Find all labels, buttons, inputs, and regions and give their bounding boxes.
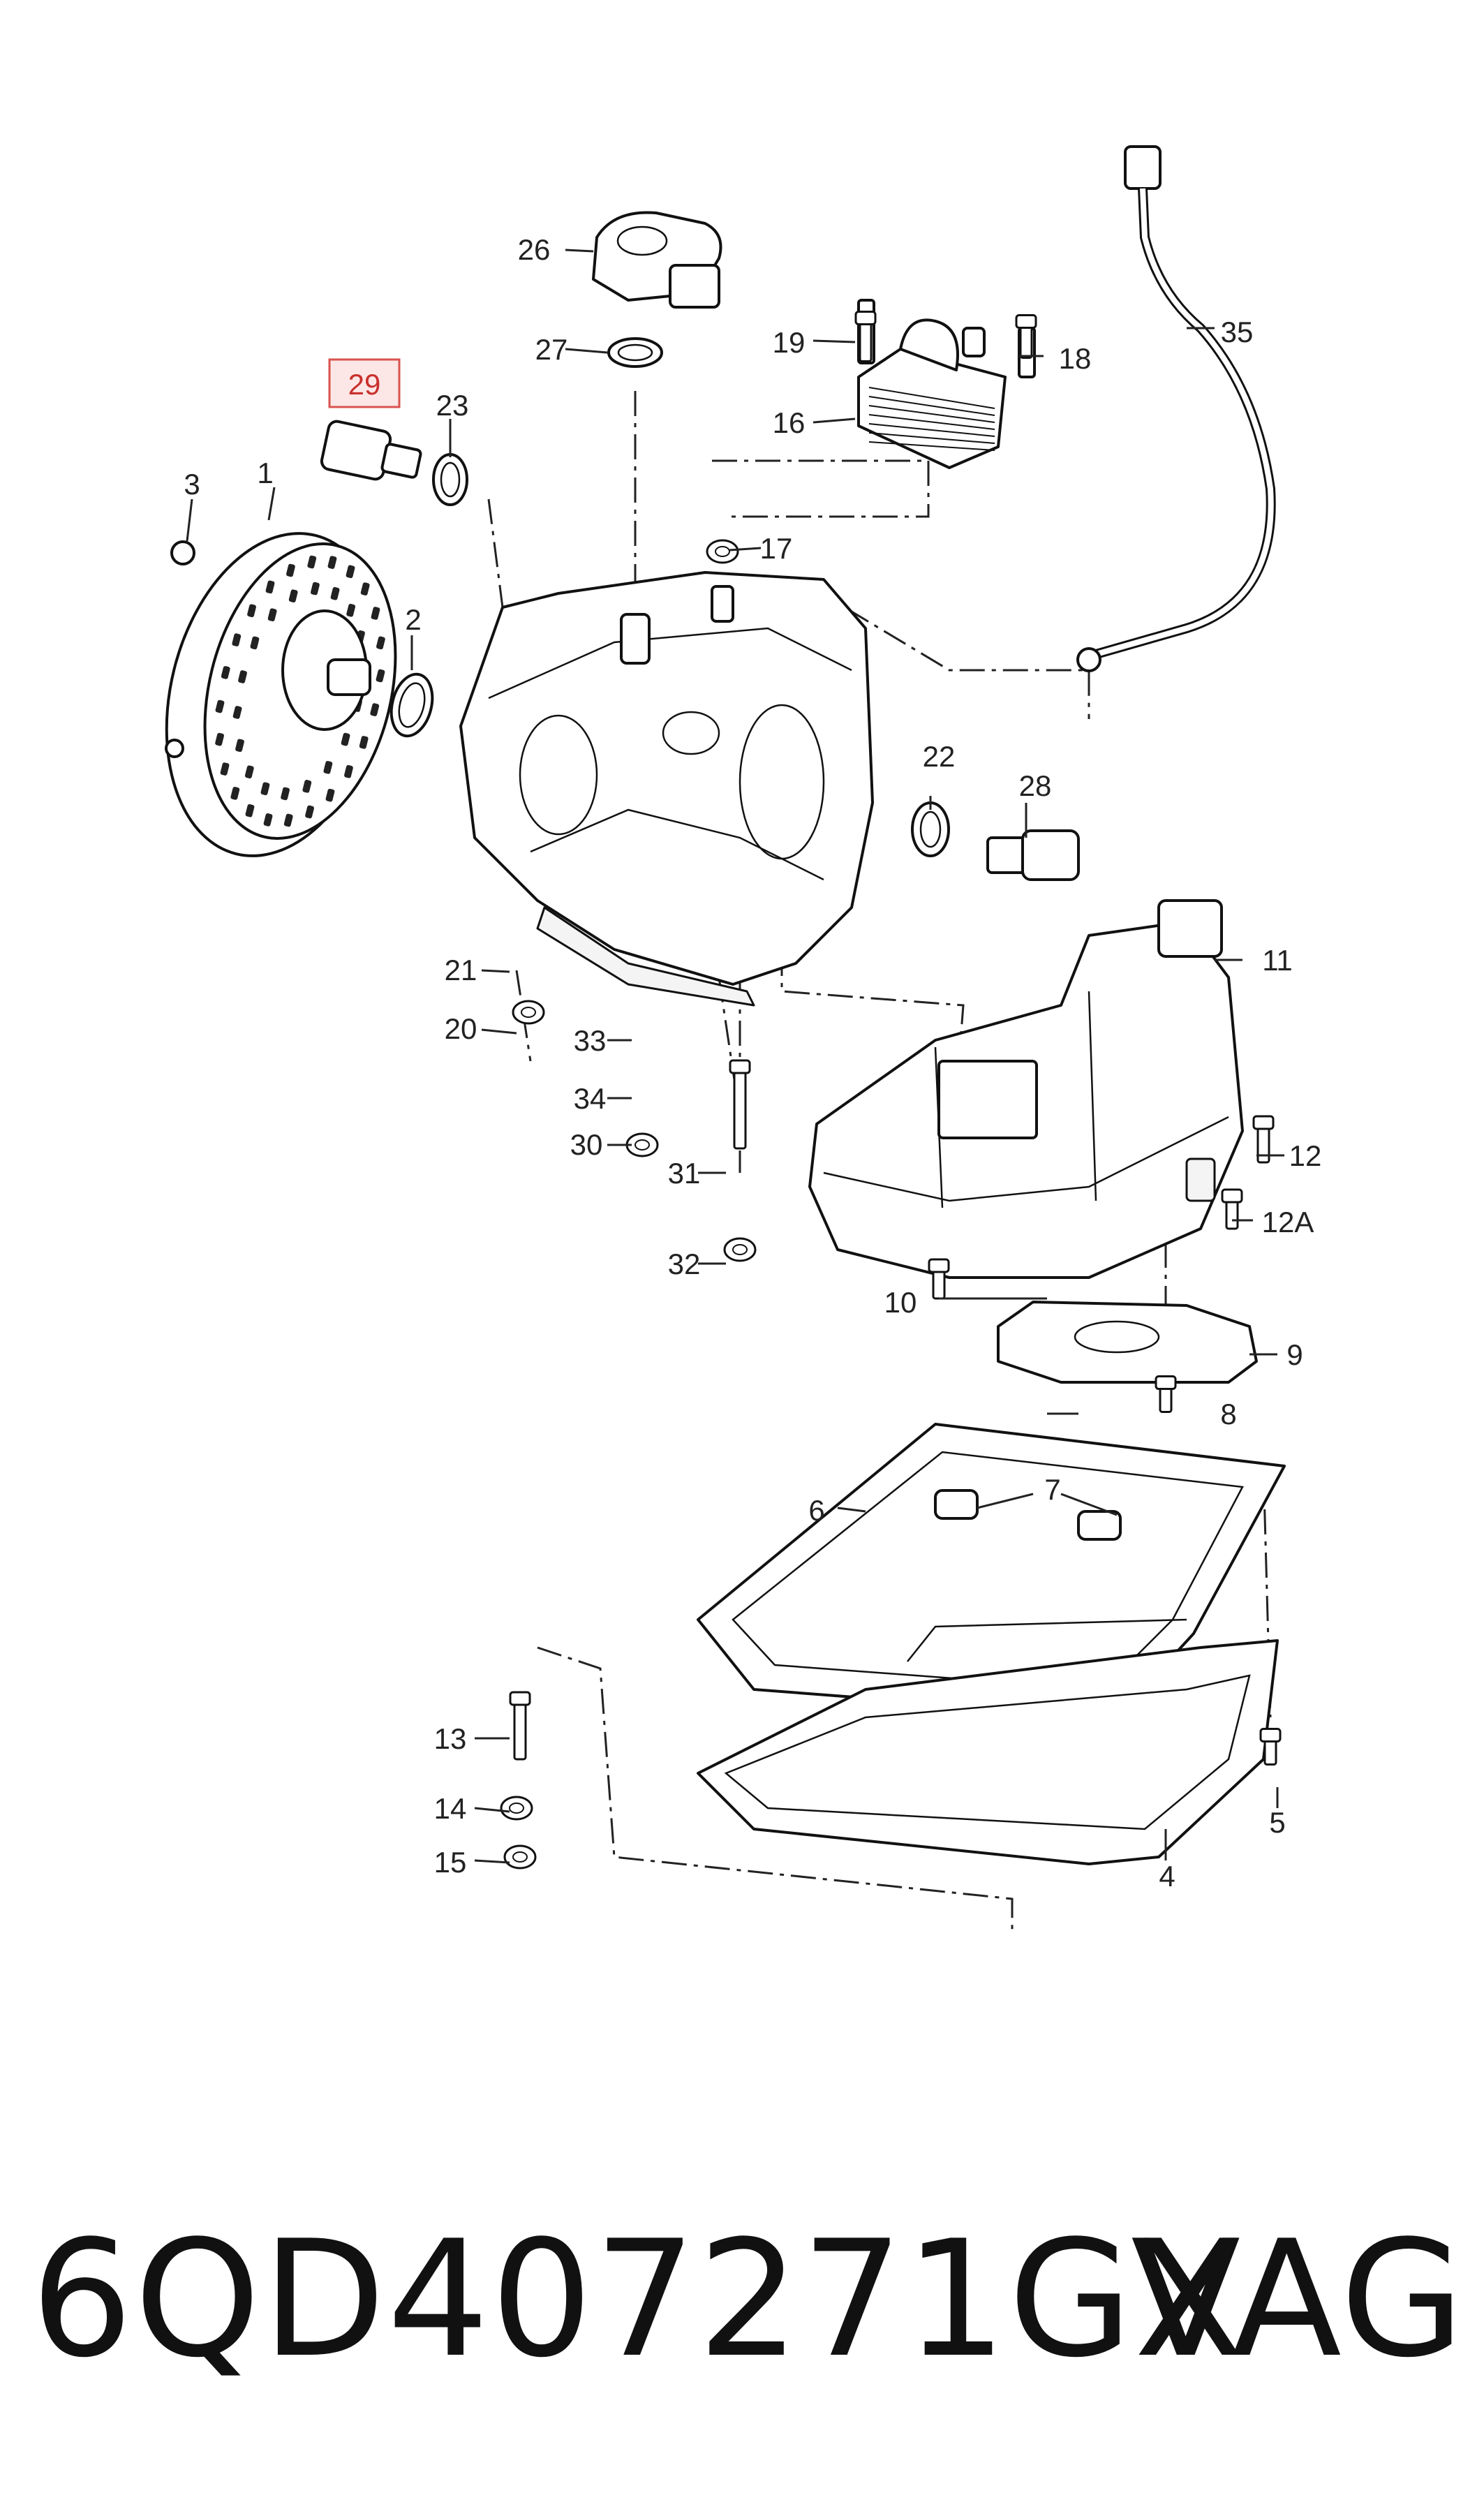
callout-11: 11 bbox=[1262, 944, 1293, 977]
callout-26: 26 bbox=[518, 233, 551, 266]
callout-9: 9 bbox=[1286, 1338, 1303, 1371]
fasteners bbox=[500, 311, 1282, 1870]
brand-name: VAG bbox=[1131, 2207, 1467, 2393]
part-number: 6QD407271GX bbox=[31, 2207, 1246, 2393]
speed-sensor-28 bbox=[986, 829, 1080, 881]
callout-12: 12 bbox=[1289, 1139, 1322, 1172]
atf-cooler bbox=[857, 299, 1036, 469]
callout-1: 1 bbox=[257, 457, 273, 489]
callout-32: 32 bbox=[668, 1248, 701, 1280]
torque-converter bbox=[165, 532, 397, 857]
callout-19: 19 bbox=[773, 326, 806, 359]
callout-4: 4 bbox=[1159, 1860, 1175, 1893]
callout-5: 5 bbox=[1269, 1806, 1285, 1839]
callout-33: 33 bbox=[574, 1024, 607, 1057]
callout-10: 10 bbox=[884, 1286, 917, 1319]
callout-35: 35 bbox=[1221, 316, 1254, 348]
callout-27: 27 bbox=[535, 333, 568, 366]
seal-rings bbox=[389, 337, 950, 857]
atf-filter-9 bbox=[997, 1301, 1258, 1384]
callout-labels: 1 2 3 4 5 6 7 8 9 10 11 12 12A 13 14 15 … bbox=[184, 233, 1321, 1893]
title-row: 6QD407271GX VAG bbox=[0, 2192, 1484, 2422]
callout-6: 6 bbox=[808, 1494, 824, 1527]
callout-3: 3 bbox=[184, 468, 200, 501]
callout-17: 17 bbox=[760, 532, 793, 565]
valve-body-11 bbox=[808, 899, 1244, 1279]
callout-2: 2 bbox=[405, 603, 421, 636]
callout-15: 15 bbox=[434, 1846, 467, 1879]
callout-34: 34 bbox=[574, 1082, 607, 1115]
callout-21: 21 bbox=[445, 954, 477, 986]
callout-31: 31 bbox=[668, 1157, 701, 1190]
callout-29: 29 bbox=[348, 368, 381, 401]
callout-20: 20 bbox=[445, 1012, 477, 1045]
gearbox-housing bbox=[459, 571, 874, 1007]
callout-16: 16 bbox=[773, 406, 806, 439]
highlight-box-29 bbox=[328, 358, 401, 408]
callout-28: 28 bbox=[1019, 769, 1052, 802]
speed-sensor-29 bbox=[320, 420, 422, 481]
breather-line-35 bbox=[1076, 145, 1276, 672]
callout-leaders bbox=[186, 249, 1284, 1864]
callout-30: 30 bbox=[570, 1128, 603, 1161]
range-sensor-26 bbox=[592, 211, 722, 309]
oil-pan-4 bbox=[697, 1618, 1279, 1865]
callout-12A: 12A bbox=[1262, 1206, 1314, 1238]
callout-8: 8 bbox=[1220, 1398, 1236, 1430]
callout-23: 23 bbox=[436, 389, 469, 422]
callout-13: 13 bbox=[434, 1722, 467, 1755]
callout-14: 14 bbox=[434, 1792, 467, 1825]
callout-22: 22 bbox=[923, 740, 956, 773]
callout-18: 18 bbox=[1059, 342, 1092, 375]
callout-7: 7 bbox=[1044, 1473, 1060, 1506]
exploded-parts-diagram: 1 2 3 4 5 6 7 8 9 10 11 12 12A 13 14 15 … bbox=[165, 145, 1321, 1934]
